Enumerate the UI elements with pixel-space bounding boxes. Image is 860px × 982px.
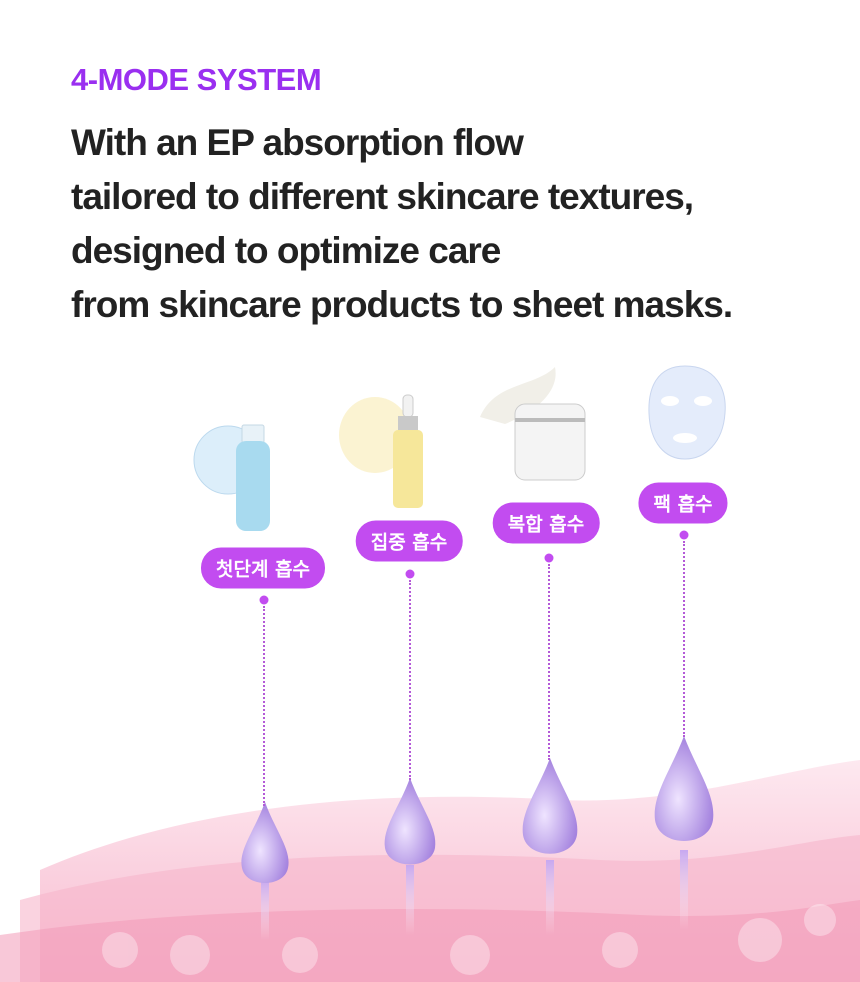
dotted-line	[548, 564, 550, 760]
serum-dropper-bottle-icon	[339, 394, 423, 508]
sheet-mask-icon	[648, 365, 726, 460]
headline-line: With an EP absorption flow	[71, 122, 524, 163]
dotted-line	[409, 580, 411, 780]
mode-badge-intensive: 집중 흡수	[355, 520, 463, 562]
headline-line: tailored to different skincare textures,	[71, 176, 694, 217]
dotted-line	[263, 606, 265, 806]
cream-jar-icon	[480, 367, 586, 481]
headline-line: designed to optimize care	[71, 230, 501, 271]
headline-line: from skincare products to sheet masks.	[71, 284, 733, 325]
marker-dot	[544, 553, 554, 563]
headline: With an EP absorption flow tailored to d…	[71, 116, 733, 332]
marker-dot	[259, 595, 269, 605]
mode-badge-first-step: 첫단계 흡수	[200, 547, 326, 589]
dotted-line	[683, 541, 685, 737]
toner-bottle-icon	[193, 424, 270, 531]
mode-badge-pack: 팩 흡수	[638, 482, 728, 524]
marker-dot	[405, 569, 415, 579]
mode-badge-complex: 복합 흡수	[492, 502, 600, 544]
marker-dot	[679, 530, 689, 540]
drops	[241, 736, 714, 940]
section-eyebrow: 4-MODE SYSTEM	[71, 62, 322, 97]
